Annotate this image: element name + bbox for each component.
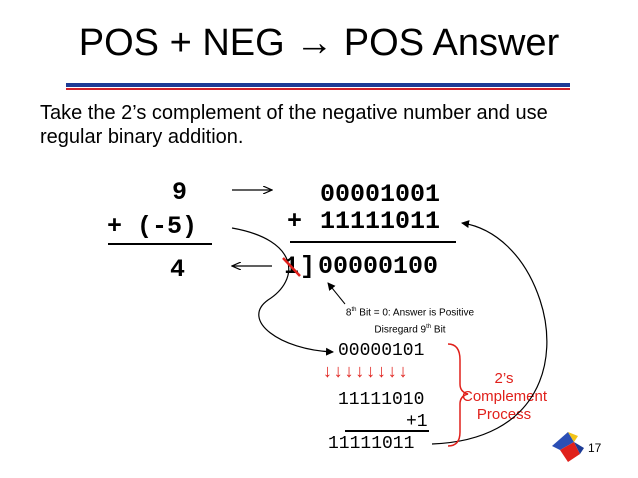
complement-sum-line — [345, 430, 429, 432]
decimal-result: 4 — [170, 255, 186, 284]
binary-plus-sign: + — [287, 207, 303, 236]
carry-strike-mark — [282, 257, 301, 277]
binary-result: 00000100 — [318, 252, 439, 281]
note-pointer-arrow — [327, 282, 346, 305]
note-line-1: 8th Bit = 0: Answer is Positive — [345, 307, 475, 319]
bit-flip-arrows: ↓↓↓↓↓↓↓↓ — [322, 363, 409, 383]
complement-inverted: 11111010 — [338, 390, 425, 410]
decimal-bottom-operand: + (-5) — [107, 212, 198, 241]
negative-to-complement-arrow — [231, 227, 334, 356]
slide-title: POS + NEG → POS Answer — [78, 22, 560, 64]
note-line-2: Disregard 9th Bit — [374, 324, 446, 336]
binary-sum-line — [290, 241, 456, 243]
complement-plus-one: +1 — [406, 412, 428, 432]
binary-top-operand: 00001001 — [320, 180, 441, 209]
complement-to-binary-arrow — [431, 220, 548, 445]
complement-process-label: 2’s Complement Process — [462, 370, 548, 423]
title-underline-blue — [66, 83, 570, 87]
positive-answer-note: 8th Bit = 0: Answer is Positive Disregar… — [330, 303, 490, 338]
complement-result: 11111011 — [328, 434, 415, 454]
binary-carry-bracket: ] — [300, 252, 316, 281]
complement-original: 00000101 — [338, 341, 425, 361]
decimal-sum-line — [108, 243, 212, 245]
slide-subtitle: Take the 2’s complement of the negative … — [40, 102, 548, 148]
binary-bottom-operand: 11111011 — [320, 207, 441, 236]
decimal-top-operand: 9 — [172, 178, 188, 207]
title-underline-red — [66, 88, 570, 90]
page-number: 17 — [588, 441, 602, 455]
school-logo-icon — [552, 432, 584, 462]
complement-brace — [447, 343, 469, 447]
